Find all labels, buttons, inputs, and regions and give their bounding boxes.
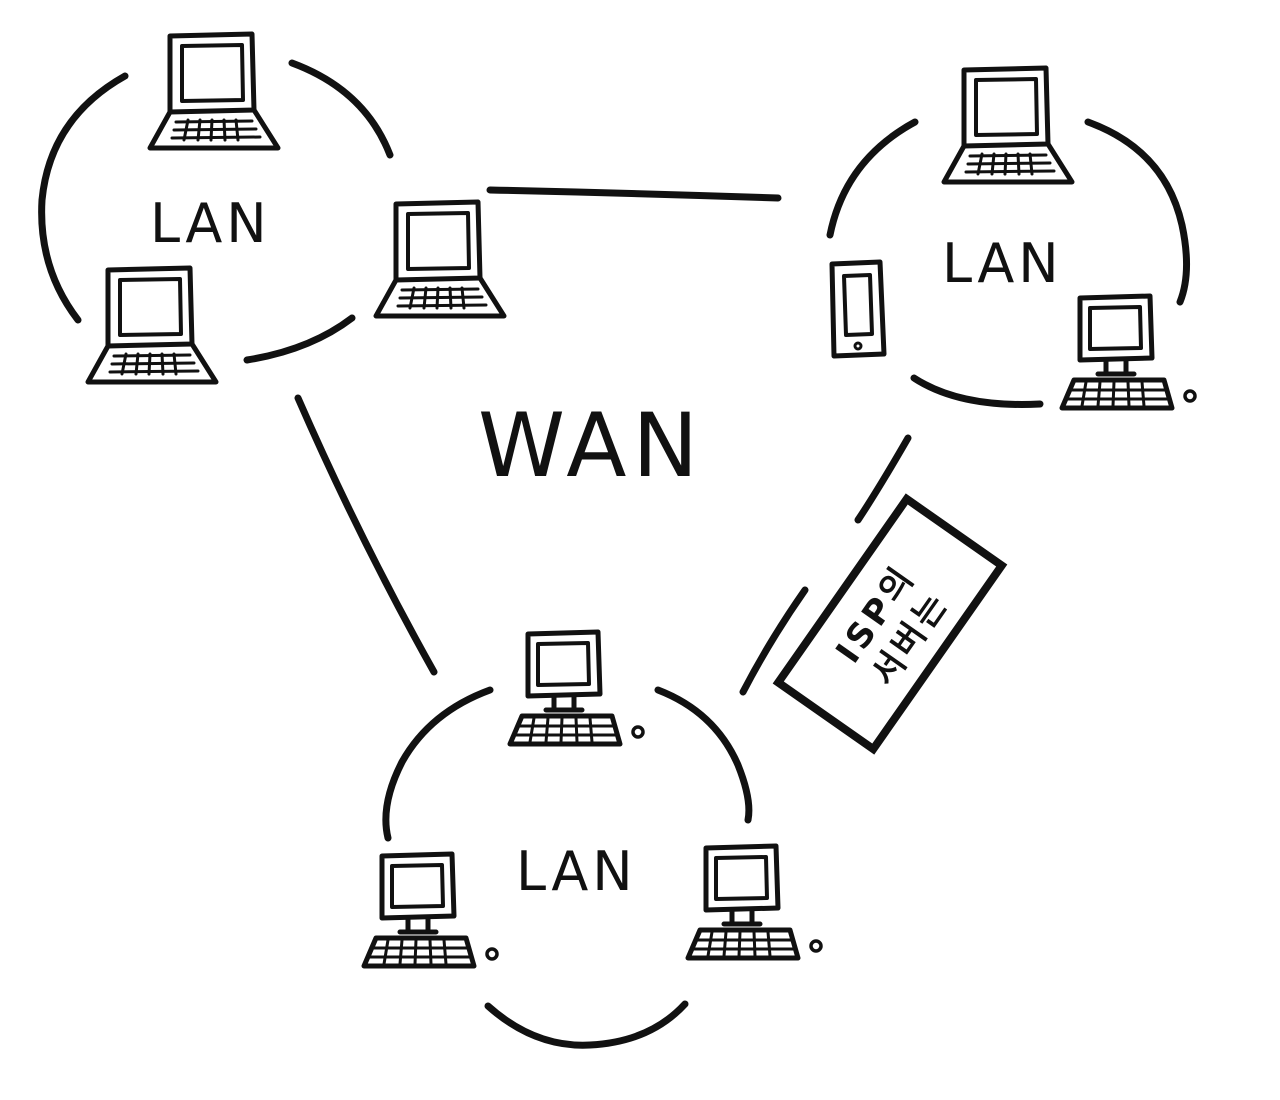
desktop-icon <box>364 854 497 966</box>
lan-ring-arc <box>38 72 129 324</box>
lan-label: LAN <box>150 192 271 255</box>
desktop-icon <box>688 846 821 958</box>
lan-ring-arc <box>654 686 753 824</box>
wan-label: WAN <box>478 394 704 497</box>
lan-label: LAN <box>942 232 1063 295</box>
server-icon <box>772 493 1008 755</box>
wan-link-right-upper <box>854 434 912 524</box>
lan-cluster-top-left: LAN <box>38 34 504 382</box>
wan-link-top <box>486 186 782 202</box>
laptop-icon <box>150 34 278 148</box>
desktop-icon <box>1062 296 1195 408</box>
lan-ring-arc <box>288 59 394 159</box>
wan-link-right-lower <box>739 586 809 696</box>
lan-ring-arc <box>382 686 494 842</box>
laptop-icon <box>944 68 1072 182</box>
wan-links <box>294 186 912 696</box>
lan-cluster-bottom: LAN <box>364 632 821 1049</box>
lan-ring-arc <box>826 118 919 239</box>
desktop-icon <box>510 632 643 744</box>
laptop-icon <box>376 202 504 316</box>
wan-link-left <box>294 394 438 676</box>
laptop-icon <box>88 268 216 382</box>
isp-server: ISP의 서버는 <box>772 493 1008 755</box>
lan-label: LAN <box>516 840 637 903</box>
lan-cluster-top-right: LAN <box>826 68 1195 408</box>
lan-ring-arc <box>1084 118 1191 306</box>
lan-ring-arc <box>910 374 1044 408</box>
lan-ring-arc <box>243 314 356 364</box>
lan-ring-arc <box>484 1000 689 1049</box>
smartphone-icon <box>832 262 884 356</box>
